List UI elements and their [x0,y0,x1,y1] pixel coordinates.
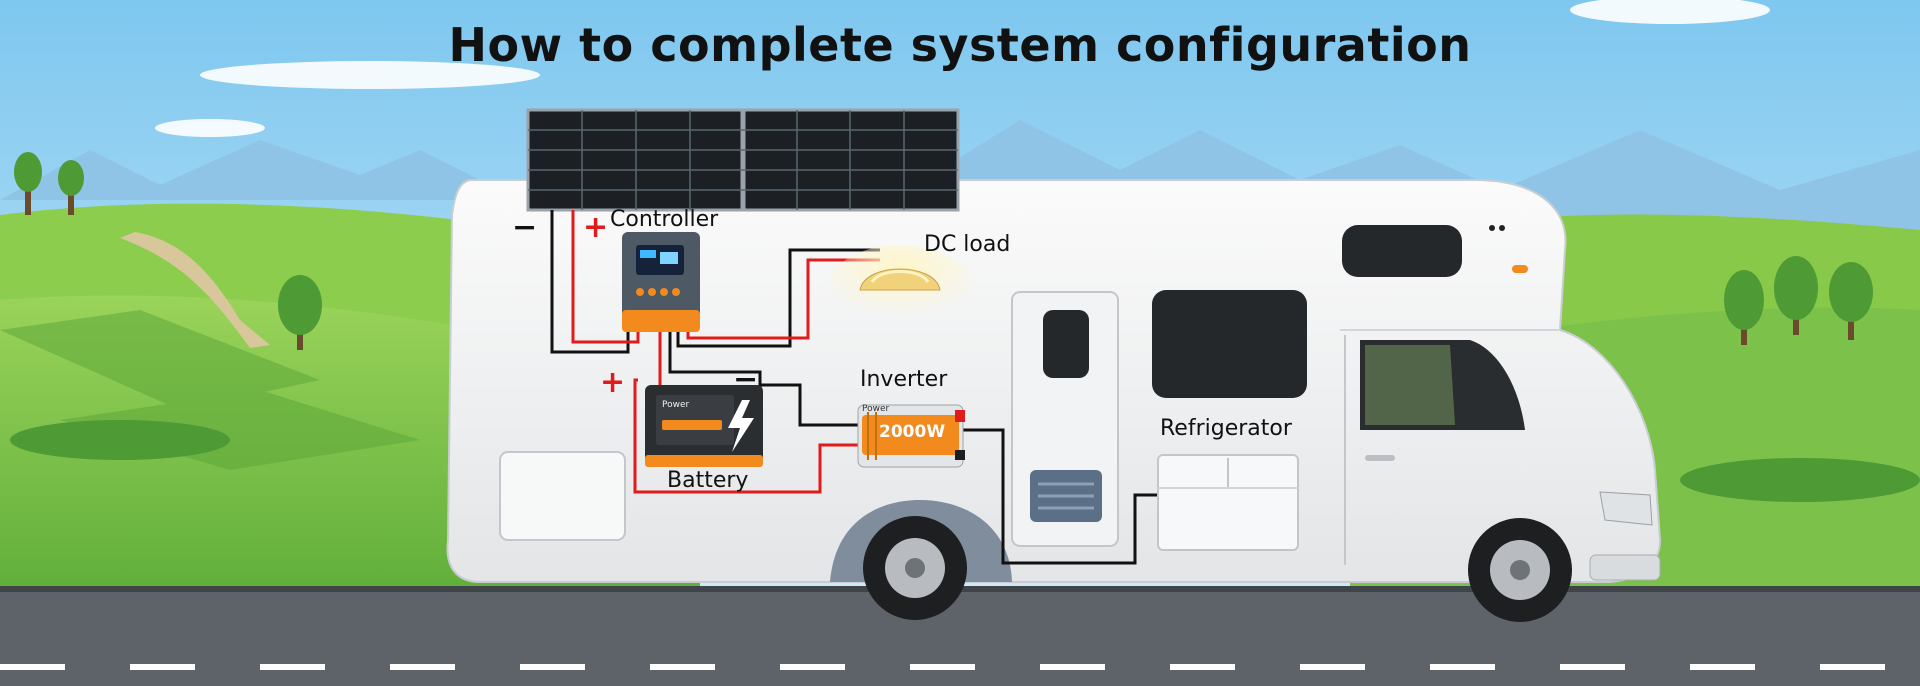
rv-door-window [1043,310,1089,378]
battery-negative-sign: − [733,362,759,397]
rv-camper [446,179,1662,583]
label-battery: Battery [667,468,749,493]
charge-controller [622,232,700,332]
rv-overcab-window [1342,225,1462,277]
rv-side-window [1152,290,1307,398]
label-controller: Controller [610,207,719,232]
battery-brand: Power [662,400,690,410]
rv-door-handle [1365,455,1395,461]
rv-storage-hatch [499,451,626,541]
rv-front-wheel [1468,518,1572,622]
inverter-rating: 2000W [879,422,946,442]
inverter-box [857,404,965,468]
battery-box [645,385,763,467]
road-lane-markings [0,664,1885,670]
rv-marker-light [1512,265,1528,273]
refrigerator-chest [1157,454,1299,551]
label-refrigerator: Refrigerator [1160,416,1292,441]
wire-fridge [963,428,1162,565]
wire-inverter-negative [760,383,858,427]
rv-bumper [1589,554,1661,581]
road [0,586,1920,686]
battery-positive-sign: + [600,365,626,400]
rv-headlight [1599,491,1653,526]
bushes [10,420,1920,502]
page-title: How to complete system configuration [448,18,1472,72]
field-stripes [0,310,420,470]
clouds [155,0,1770,137]
wire-panel-positive [571,210,640,344]
wire-load-negative [676,248,880,348]
label-inverter: Inverter [860,367,948,392]
wire-load-positive [686,258,880,340]
rv-rear-wheel [863,516,967,620]
rv-mirror [1478,398,1500,428]
inverter-brand: Power [862,404,890,414]
dirt-path [120,232,270,348]
panel-negative-sign: − [512,210,538,245]
dc-load-lamp [830,245,970,325]
panel-positive-sign: + [583,210,609,245]
trees [14,152,1873,350]
wire-battery-negative-ctrl [668,330,762,390]
label-dc-load: DC load [924,232,1011,257]
wiring [550,210,1162,565]
wire-inverter-positive [633,378,858,494]
solar-panel [526,108,960,212]
